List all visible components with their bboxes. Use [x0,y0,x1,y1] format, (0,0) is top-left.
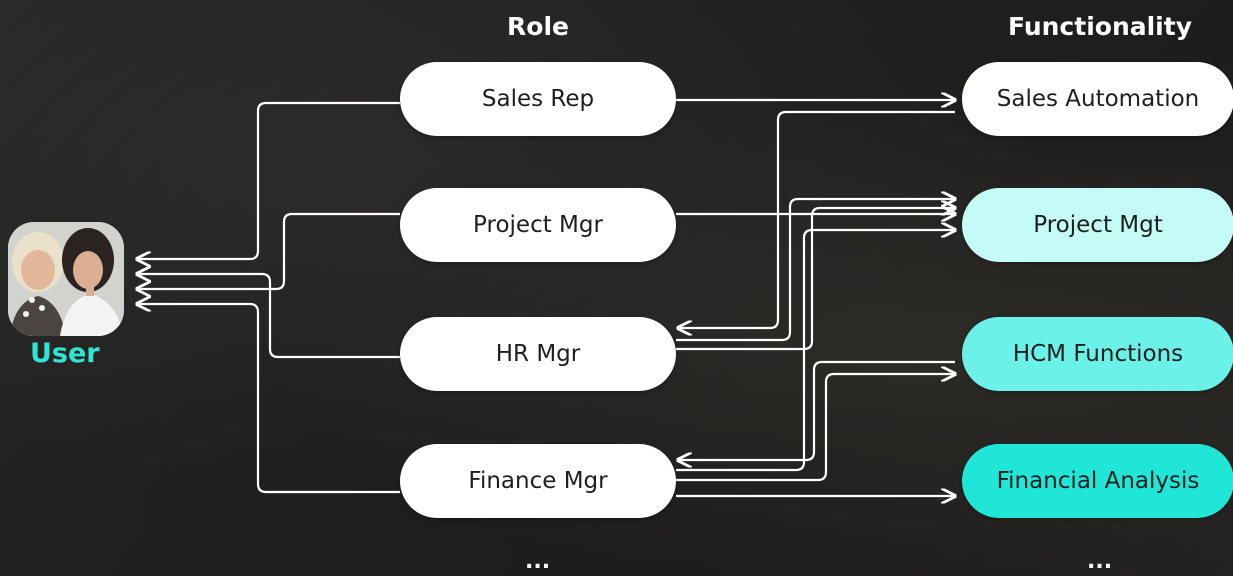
func-project-mgt: Project Mgt [962,188,1233,262]
arrow-hrmgr-to-hcm [676,208,955,351]
func-financial-analysis: Financial Analysis [962,444,1233,518]
arrow-hcm-to-financemgr [678,360,955,460]
role-hr-mgr: HR Mgr [400,317,676,391]
arrow-hrmgr-to-projectmgt [676,199,955,342]
arrow-financemgr-to-projectmgt [676,230,955,472]
role-sales-rep: Sales Rep [400,62,676,136]
user-avatar [8,222,124,336]
arrow-salesautomation-to-hrmgr [678,110,955,328]
role-ellipsis: ... [525,549,551,574]
arrow-projectmgr-to-user [137,212,400,289]
arrow-financemgr-to-user [137,304,400,494]
functionality-column-header: Functionality [1008,12,1192,41]
arrow-hrmgr-to-user [137,274,400,359]
user-photo-icon [8,222,124,336]
arrow-salesrep-to-user [137,101,400,259]
user-label: User [30,338,100,369]
functionality-ellipsis: ... [1087,549,1113,574]
arrow-financemgr-to-hcm [676,374,955,482]
func-hcm-functions: HCM Functions [962,317,1233,391]
role-project-mgr: Project Mgr [400,188,676,262]
role-column-header: Role [507,12,569,41]
func-sales-automation: Sales Automation [962,62,1233,136]
role-finance-mgr: Finance Mgr [400,444,676,518]
